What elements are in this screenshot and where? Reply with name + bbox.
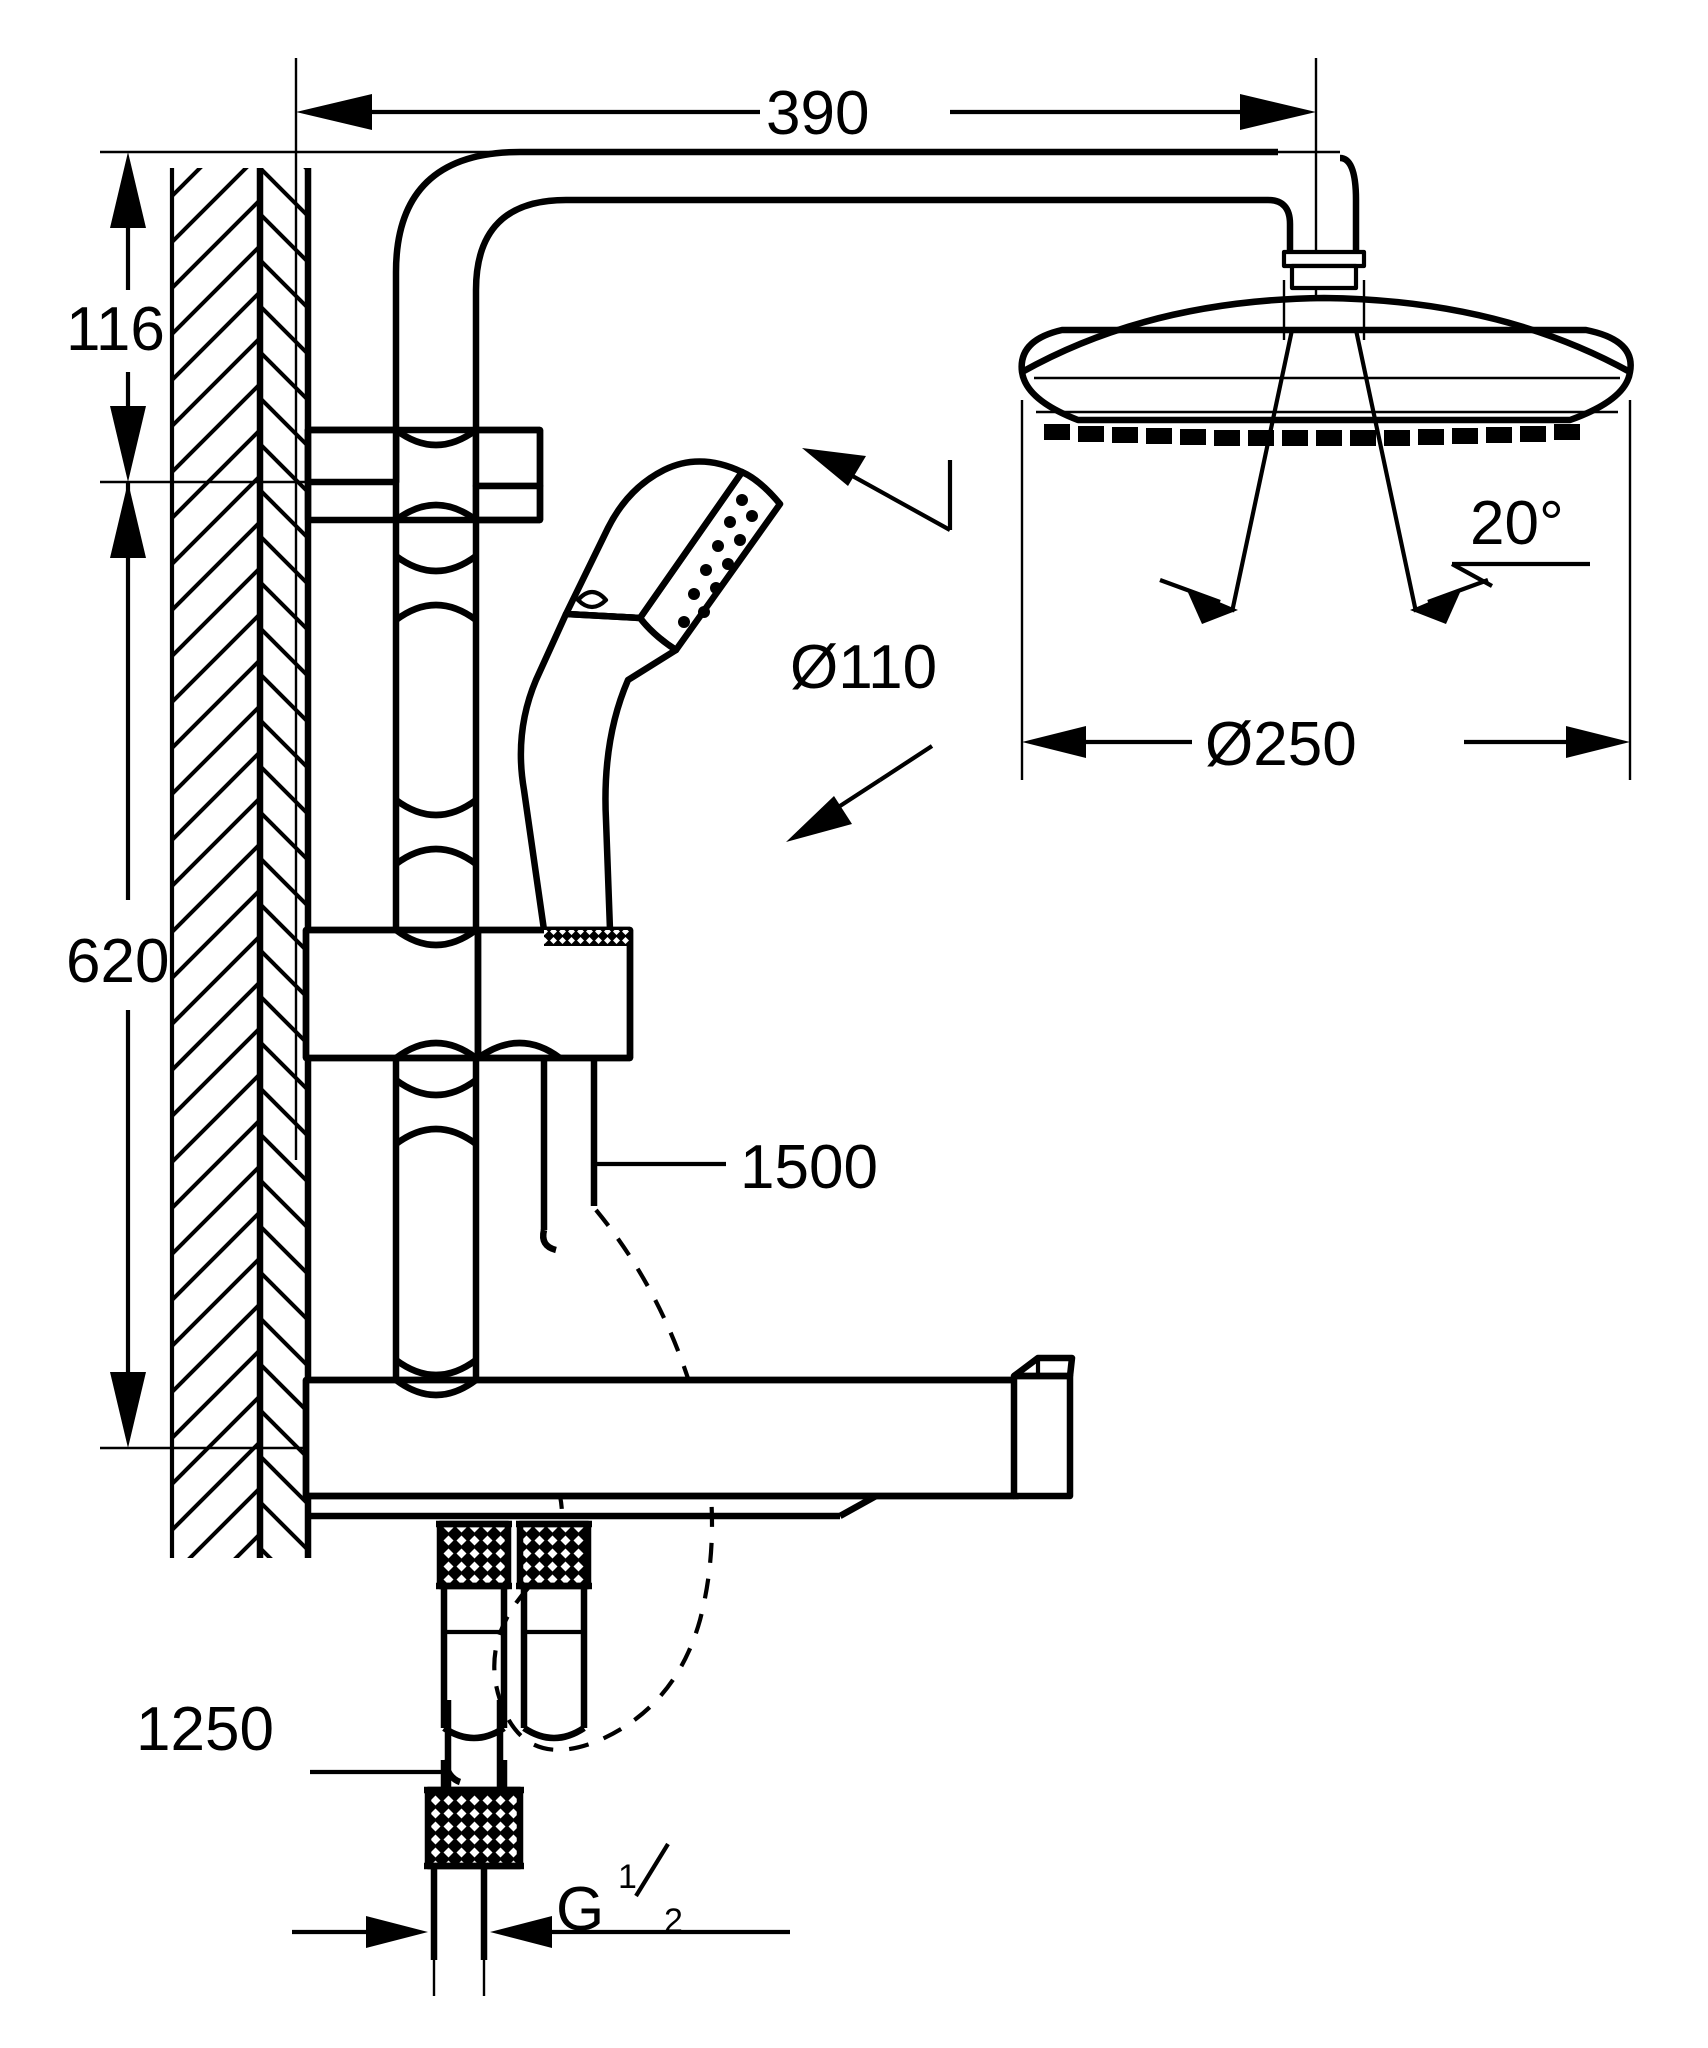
dim-label-20deg: 20° [1470,489,1564,558]
inlet-pipes [440,1586,588,1742]
hand-shower-nozzles [678,494,758,628]
dim-label-620: 620 [66,927,169,996]
dim-label-d250: Ø250 [1205,710,1357,779]
upper-bracket [304,426,544,524]
spray-cone [1229,280,1419,613]
leader-d110-lower [786,744,934,842]
dim-label-1250: 1250 [136,1695,274,1764]
thread-numerator-label: 1 [618,1858,637,1896]
dim-label-d110: Ø110 [790,633,937,702]
dimension-d250 [1020,400,1632,780]
wall-section [169,168,312,1558]
dim-label-390: 390 [766,79,869,148]
dimension-g12 [292,1890,790,1996]
leader-1500 [591,1140,726,1190]
shower-arm [392,148,1360,430]
riser-rail [392,430,480,1390]
thread-prefix-label: G [556,1875,604,1944]
knurled-nuts-inlet [436,1520,592,1590]
inlet-hose [424,1700,524,1960]
dim-label-116: 116 [66,295,165,364]
spray-nozzle-row [1044,424,1580,446]
thread-callout-g12: G 1 2 [556,1842,683,1944]
hand-shower [517,458,784,946]
angle-arrows-20deg [1159,561,1590,624]
dimension-620 [110,482,146,1448]
leader-d110 [802,448,953,532]
dim-label-1500: 1500 [740,1133,878,1202]
lower-bracket [302,926,634,1062]
thread-denominator-label: 2 [664,1902,683,1940]
dimension-390 [296,94,1316,130]
dimension-116 [110,152,146,482]
head-shower [1018,249,1634,446]
mixer-body [302,1354,1076,1520]
